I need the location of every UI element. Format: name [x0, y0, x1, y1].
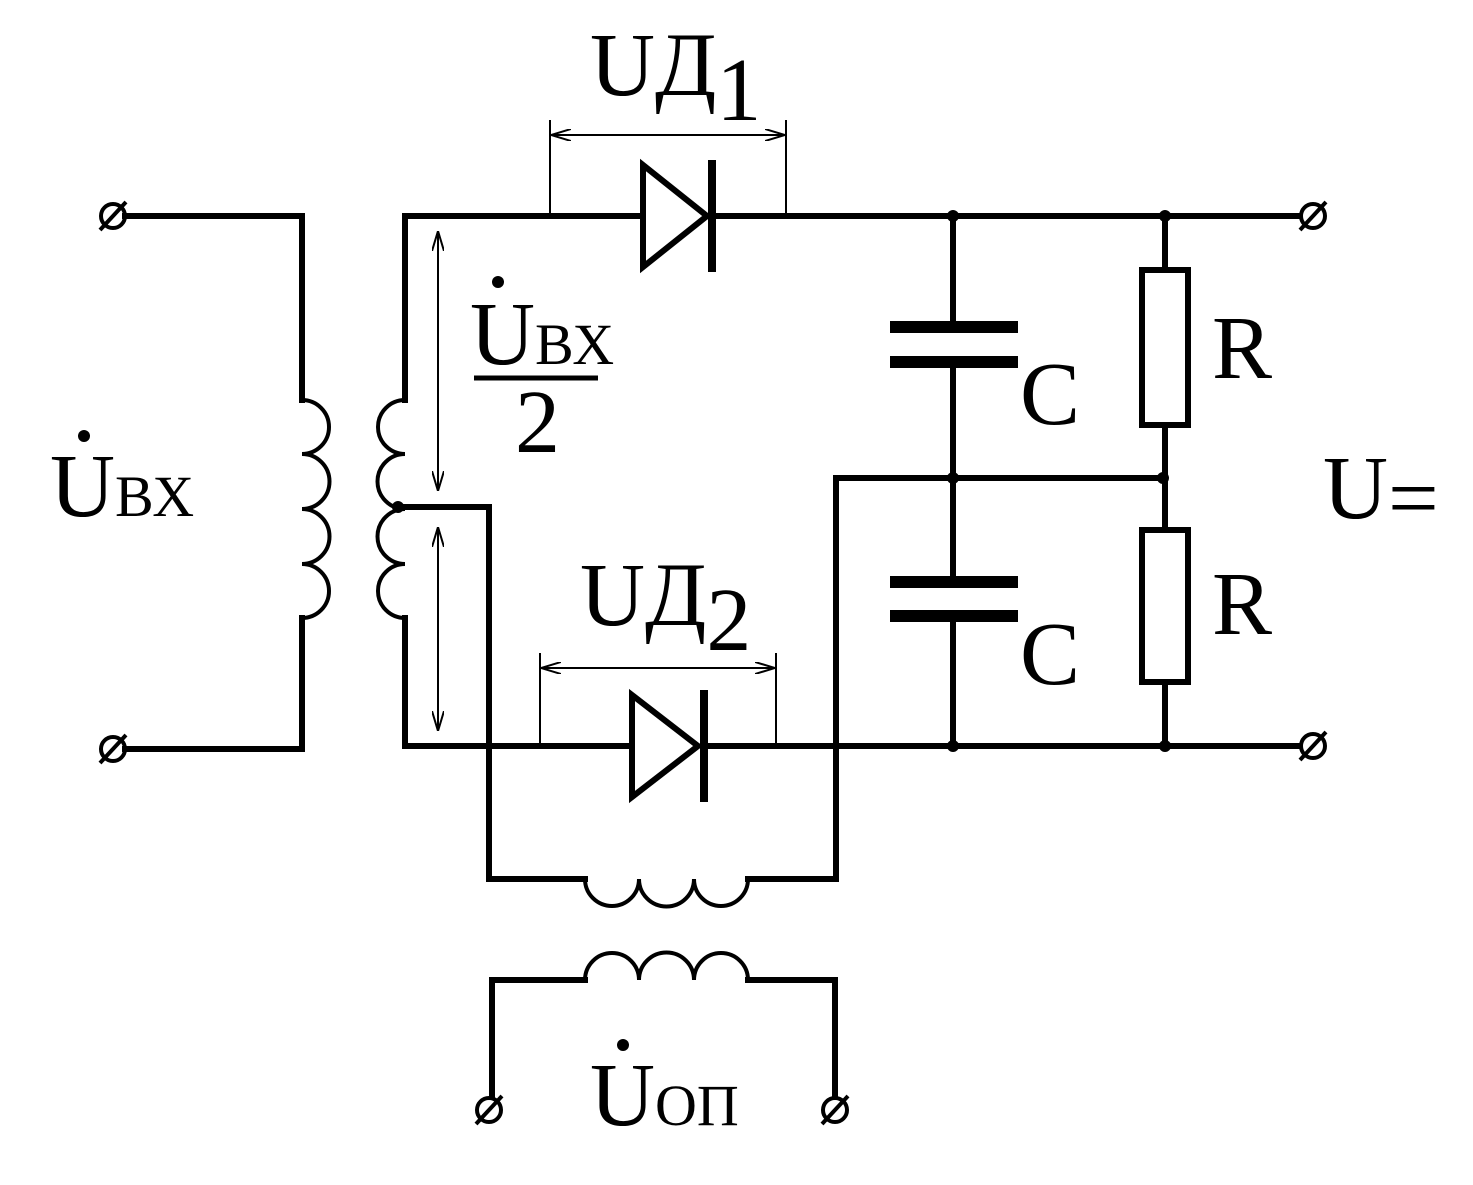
- junction-node: [947, 472, 959, 484]
- reference-wire-left: [489, 977, 588, 1101]
- label-ud2: UД2: [580, 546, 751, 670]
- label-u-reference: UОП: [590, 1039, 739, 1145]
- reference-return-wire: [745, 475, 1166, 882]
- secondary-wire-bottom: [402, 615, 635, 749]
- primary-wire-bottom: [122, 615, 305, 752]
- resistor-top: [1139, 267, 1191, 428]
- junction-node: [947, 210, 959, 222]
- capacitor-bottom: [890, 576, 1018, 622]
- label-ud1: UД1: [590, 16, 761, 140]
- phasor-dot-icon: [78, 430, 90, 442]
- label-resistor-bottom: R: [1212, 555, 1272, 654]
- ud2-dimension-arrow: [539, 653, 777, 746]
- phasor-dot-icon: [492, 276, 504, 288]
- label-capacitor-top: C: [1020, 345, 1080, 444]
- svg-text:UВХ: UВХ: [470, 285, 614, 384]
- label-u-input: UВХ: [50, 430, 194, 536]
- ud1-dimension-arrow: [549, 120, 787, 216]
- phasor-dot-icon: [617, 1039, 629, 1051]
- output-terminal-bottom: [1298, 730, 1328, 762]
- reference-transformer-primary: [583, 950, 750, 981]
- secondary-wire-top: [402, 213, 643, 403]
- label-resistor-top: R: [1212, 299, 1272, 398]
- label-u-output: U=: [1323, 439, 1439, 548]
- label-u-half: UВХ 2: [470, 276, 614, 472]
- svg-text:UВХ: UВХ: [50, 437, 194, 536]
- diode-2: [629, 688, 708, 804]
- output-terminal-top: [1298, 200, 1328, 232]
- svg-text:U=: U=: [1323, 439, 1439, 548]
- junction-node: [1159, 210, 1171, 222]
- reference-terminal-right: [820, 1094, 850, 1126]
- center-tap-wire: [395, 504, 588, 882]
- reference-transformer-secondary: [583, 878, 750, 909]
- primary-wire-top: [122, 213, 305, 403]
- svg-text:UД1: UД1: [590, 16, 761, 140]
- transformer-primary-winding: [301, 398, 332, 620]
- resistor-bottom: [1139, 527, 1191, 685]
- junction-node: [1159, 740, 1171, 752]
- junction-node: [947, 740, 959, 752]
- capacitor-top: [890, 321, 1018, 368]
- svg-text:2: 2: [515, 373, 560, 472]
- diode-1: [640, 158, 716, 274]
- label-capacitor-bottom: C: [1020, 605, 1080, 704]
- svg-text:UД2: UД2: [580, 546, 751, 670]
- reference-wire-right: [745, 977, 838, 1101]
- junction-node: [1157, 472, 1169, 484]
- reference-terminal-left: [474, 1094, 504, 1126]
- svg-text:UОП: UОП: [590, 1046, 739, 1145]
